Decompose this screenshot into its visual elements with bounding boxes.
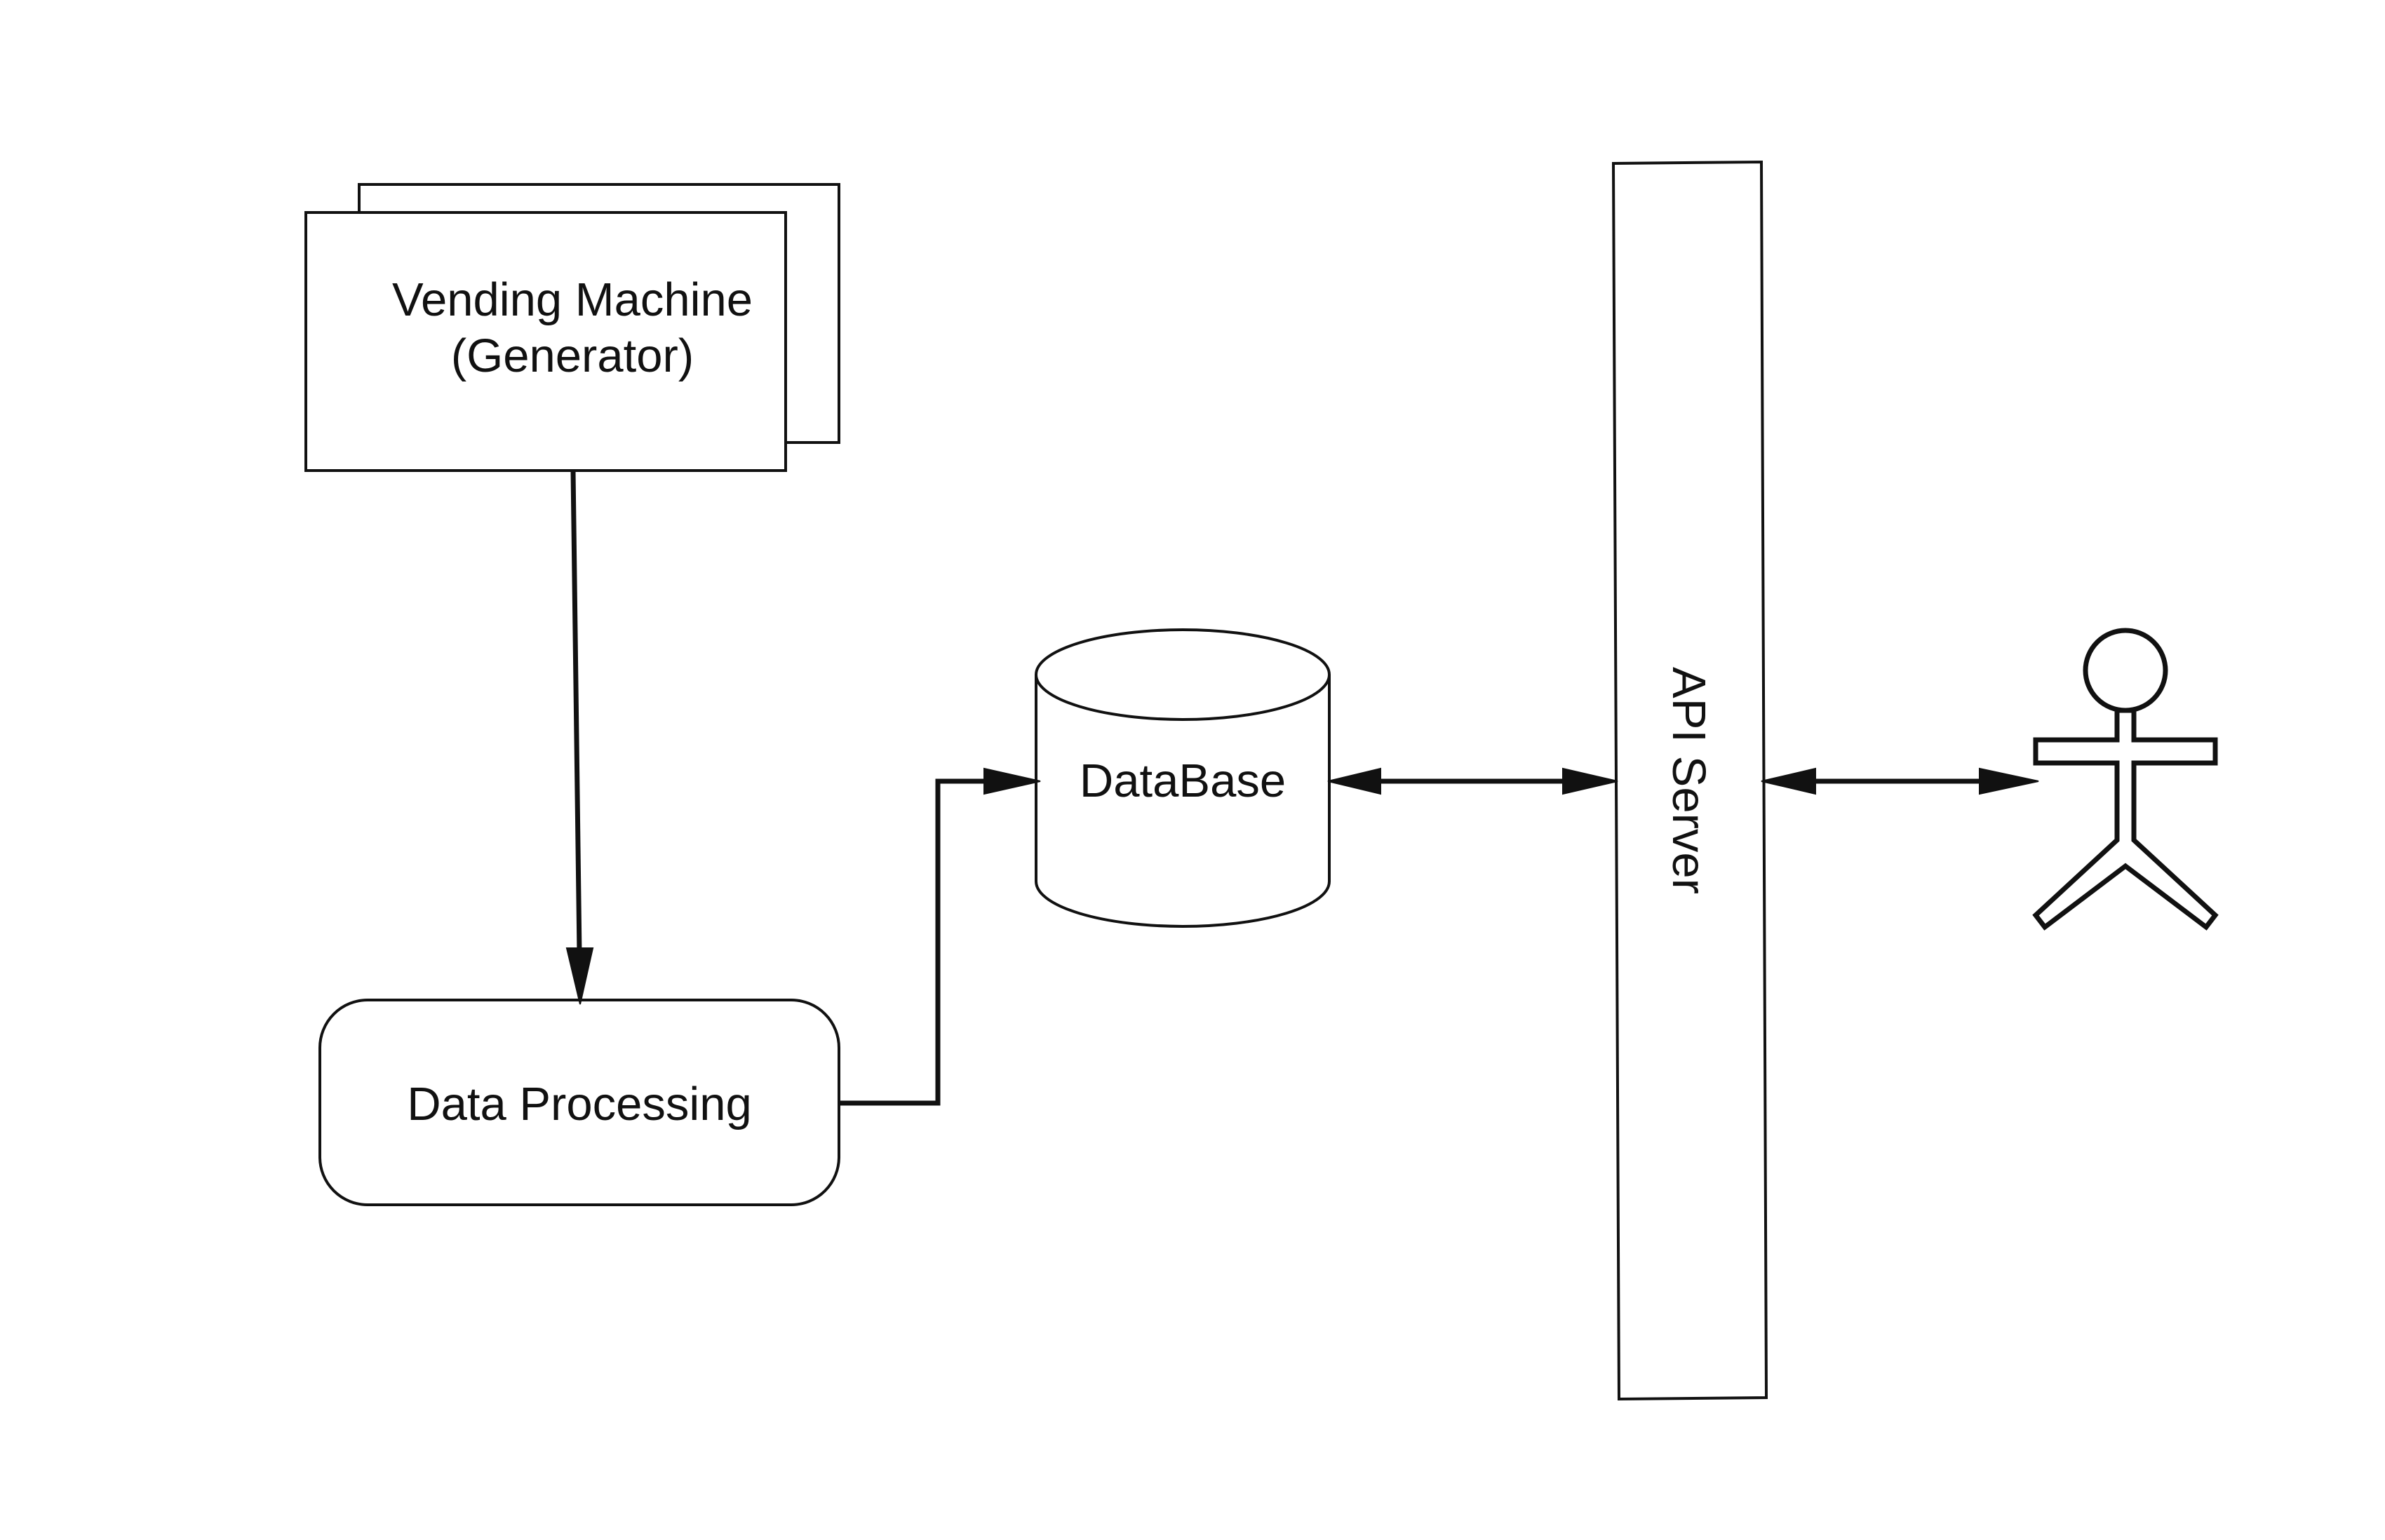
connector-processing-to-database bbox=[839, 767, 1041, 1106]
connector-api-user bbox=[1761, 767, 2039, 795]
arrowhead-down bbox=[565, 947, 594, 1005]
arrowhead-right bbox=[1979, 767, 2039, 795]
api-server-box bbox=[1611, 160, 1768, 1401]
connector-database-api bbox=[1327, 767, 1618, 795]
actor-body bbox=[2032, 708, 2219, 931]
database-cylinder-body bbox=[1035, 628, 1331, 928]
database-node[interactable]: DataBase bbox=[1035, 628, 1331, 928]
data-processing-node[interactable]: Data Processing bbox=[318, 999, 840, 1206]
api-server-label: API Server bbox=[1662, 667, 1715, 894]
arrowhead-left bbox=[1327, 767, 1381, 795]
data-processing-label: Data Processing bbox=[407, 1078, 752, 1130]
api-server-node[interactable]: API Server bbox=[1611, 160, 1768, 1401]
database-label: DataBase bbox=[1080, 755, 1286, 807]
vending-machine-front-sheet bbox=[304, 211, 787, 472]
vending-machine-node[interactable]: Vending Machine (Generator) bbox=[304, 183, 840, 472]
user-actor-icon[interactable] bbox=[2032, 628, 2219, 931]
arrowhead-right bbox=[1562, 767, 1618, 795]
vending-machine-label-line1: Vending Machine bbox=[392, 273, 753, 326]
arrowhead-right bbox=[983, 767, 1041, 795]
actor-head bbox=[2083, 628, 2168, 713]
database-cylinder-top-edge bbox=[1035, 674, 1331, 721]
arrowhead-left bbox=[1761, 767, 1816, 795]
connector-vending-to-processing bbox=[565, 471, 594, 1005]
vending-machine-label-line2: (Generator) bbox=[451, 330, 694, 382]
